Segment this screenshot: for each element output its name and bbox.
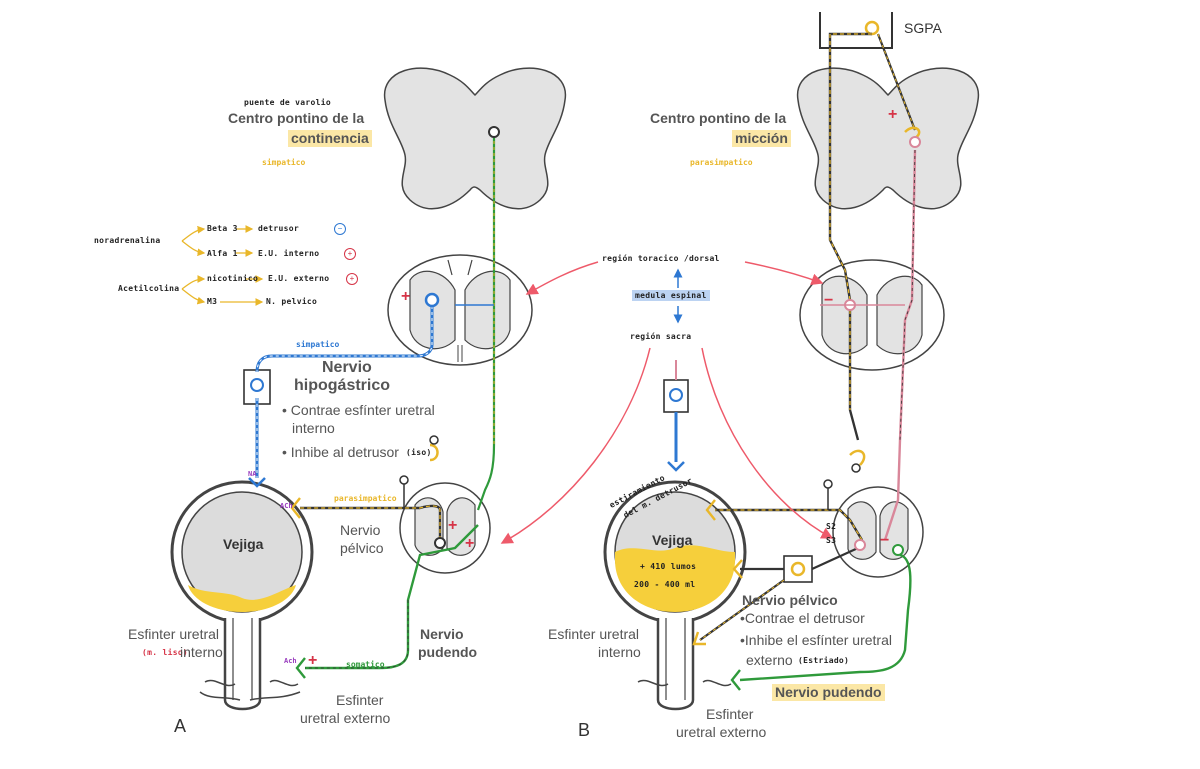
legend-arrows: [181, 225, 264, 306]
arrow-to-sacral-b: [701, 347, 834, 539]
region-thoracic-label: región toracico /dorsal: [602, 254, 720, 263]
sympathetic-note-a: simpatico: [296, 340, 340, 349]
hypogastric-title-line2: hipogástrico: [294, 377, 391, 394]
panel-letter-b: B: [578, 720, 591, 740]
legend-detrusor: detrusor: [258, 224, 299, 233]
sphincter-internal-a-line1: Esfinter uretral: [128, 626, 220, 642]
external-sphincter-b-line2: uretral externo: [676, 724, 767, 740]
pelvic-bullet-1: •Contrae el detrusor: [740, 610, 865, 626]
minus-sacral-b: −: [880, 532, 890, 549]
plus-sacral-a-1: +: [448, 517, 458, 534]
external-sphincter-a-line1: Esfinter: [336, 692, 384, 708]
legend-plus-2: +: [346, 273, 358, 285]
spinal-section-thoracic-b: [799, 259, 945, 371]
pontine-title-b-line1: Centro pontino de la: [650, 110, 787, 126]
sgpa-box: [819, 12, 893, 49]
ach-label-a1: ACh: [280, 502, 293, 510]
parasympathetic-note-a: parasimpatico: [334, 494, 397, 503]
urine-note-b-line2: 200 - 400 ml: [634, 580, 696, 589]
pelvic-title-a-line1: Nervio: [340, 522, 381, 538]
pelvic-title-b: Nervio pélvico: [742, 592, 838, 608]
hypogastric-bullet-2-note: (iso): [406, 448, 432, 457]
sphincter-internal-a-line2: interno: [180, 644, 223, 660]
ach-label-a2: Ach: [284, 657, 297, 665]
pontine-title-a-line1: Centro pontino de la: [228, 110, 365, 126]
pontine-title-a-line2: continencia: [288, 130, 372, 147]
legend-eu-interno: E.U. interno: [258, 249, 320, 258]
pudendal-title-a-line2: pudendo: [418, 644, 478, 660]
hypogastric-bullet-1a: • Contrae esfínter uretral: [282, 402, 435, 418]
pontine-sub-a: simpatico: [262, 158, 306, 167]
spinal-section-sacral-b: [832, 486, 924, 578]
bladder-b: [603, 480, 747, 711]
panel-letter-a: A: [174, 716, 187, 736]
legend-nicotinico: nicotinico: [207, 274, 259, 283]
legend-alfa1: Alfa 1: [207, 249, 238, 258]
region-sacral-label: región sacra: [630, 332, 692, 341]
sphincter-internal-a-note: (m. liso): [142, 648, 189, 657]
hypogastric-title-line1: Nervio: [322, 359, 372, 376]
pudendal-title-a-line1: Nervio: [420, 626, 464, 642]
legend-plus-1: +: [344, 248, 356, 260]
somatic-pathway-b: [739, 553, 912, 682]
legend-minus: −: [334, 223, 346, 235]
sphincter-internal-b-line2: interno: [598, 644, 641, 660]
legend-acetylcholine: Acetilcolina: [118, 284, 180, 293]
legend-noradrenaline: noradrenalina: [94, 236, 161, 245]
pelvic-bullet-2b: externo: [746, 652, 793, 668]
s2-label: S2: [826, 522, 837, 531]
external-sphincter-a-line2: uretral externo: [300, 710, 391, 726]
arrow-to-thoracic-a: [525, 261, 599, 295]
plus-external-a: +: [308, 652, 318, 669]
plus-sacral-a-2: +: [465, 535, 475, 552]
pelvic-bullet-2a: •Inhibe el esfínter uretral: [740, 632, 892, 648]
hypogastric-bullet-1b: interno: [292, 420, 335, 436]
arrow-to-sacral-a: [500, 347, 651, 544]
plus-pons-b: +: [888, 106, 898, 123]
pelvic-title-a-line2: pélvico: [340, 540, 384, 556]
pons-section-b: [796, 67, 980, 210]
sphincter-internal-b-line1: Esfinter uretral: [548, 626, 640, 642]
legend-beta3: Beta 3: [207, 224, 238, 233]
pontine-note-a: puente de varolio: [244, 98, 331, 107]
arrow-to-thoracic-b: [744, 261, 824, 286]
spinal-section-thoracic-a: [387, 254, 533, 366]
pontine-sub-b: parasimpatico: [690, 158, 753, 167]
legend-n-pelvico: N. pelvico: [266, 297, 318, 306]
urine-note-b-line1: + 410 lumos: [640, 562, 697, 571]
legend-eu-externo: E.U. externo: [268, 274, 330, 283]
external-sphincter-b-line1: Esfinter: [706, 706, 754, 722]
minus-thoracic-b: −: [824, 292, 834, 309]
afferent-pathway-b: [883, 149, 917, 541]
bladder-label-b: Vejiga: [652, 532, 693, 548]
spinal-section-sacral-a: [399, 482, 491, 574]
pudendal-title-b: Nervio pudendo: [772, 684, 885, 701]
pelvic-bullet-2-note: (Estriado): [798, 656, 850, 665]
legend-m3: M3: [207, 297, 218, 306]
pontine-title-b-line2: micción: [732, 130, 791, 147]
medula-label: medula espinal: [632, 290, 710, 301]
descending-tract-a: [476, 135, 496, 511]
bladder-label-a: Vejiga: [223, 536, 264, 552]
pons-section-a: [383, 67, 567, 210]
bladder-a: [170, 480, 314, 711]
s3-label: S3: [826, 536, 837, 545]
hypogastric-bullet-2: • Inhibe al detrusor: [282, 444, 399, 460]
plus-thoracic-a: +: [401, 288, 411, 305]
somatic-note-a: somatico: [346, 660, 385, 669]
sgpa-label: SGPA: [904, 20, 942, 36]
na-label-a: NA: [248, 470, 257, 478]
